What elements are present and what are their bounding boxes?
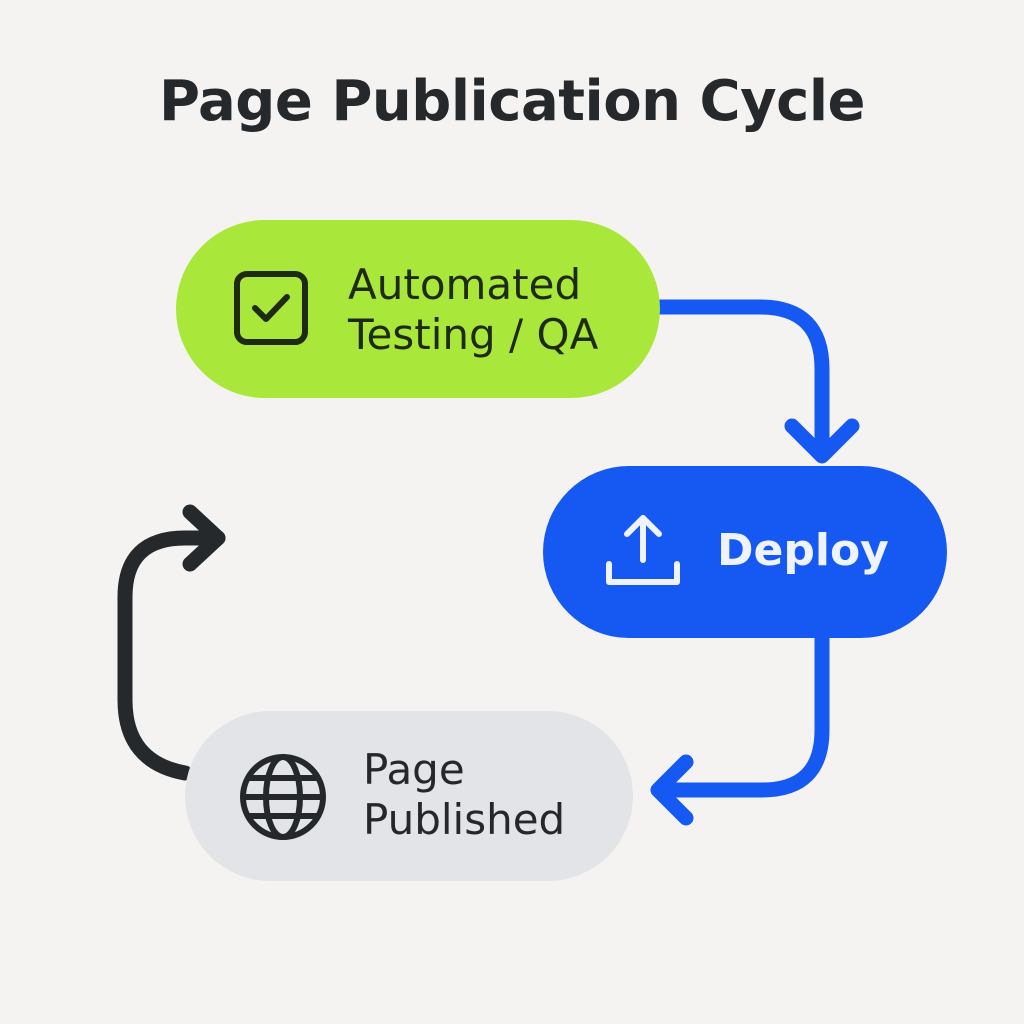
arrowhead-qa-to-deploy <box>784 418 860 464</box>
node-label-qa: Automated Testing / QA <box>348 260 598 361</box>
node-page-published: Page Published <box>185 711 633 881</box>
node-label-published: Page Published <box>363 745 565 846</box>
upload-icon <box>606 515 680 585</box>
node-label-published-text: Page Published <box>363 745 566 845</box>
node-deploy: Deploy <box>543 466 947 638</box>
arrowhead-published-to-qa <box>182 504 226 572</box>
checkbox-icon <box>234 271 308 345</box>
arrowhead-deploy-to-published <box>650 754 694 826</box>
node-label-deploy: Deploy <box>717 525 889 576</box>
node-label-qa-text: Automated Testing / QA <box>348 260 599 360</box>
arrow-deploy-to-published <box>654 630 830 798</box>
arrow-qa-to-deploy <box>652 299 830 460</box>
page-title: Page Publication Cycle <box>158 69 866 134</box>
arrow-published-to-qa <box>117 530 226 781</box>
globe-icon <box>240 754 326 840</box>
node-automated-testing: Automated Testing / QA <box>176 220 660 398</box>
